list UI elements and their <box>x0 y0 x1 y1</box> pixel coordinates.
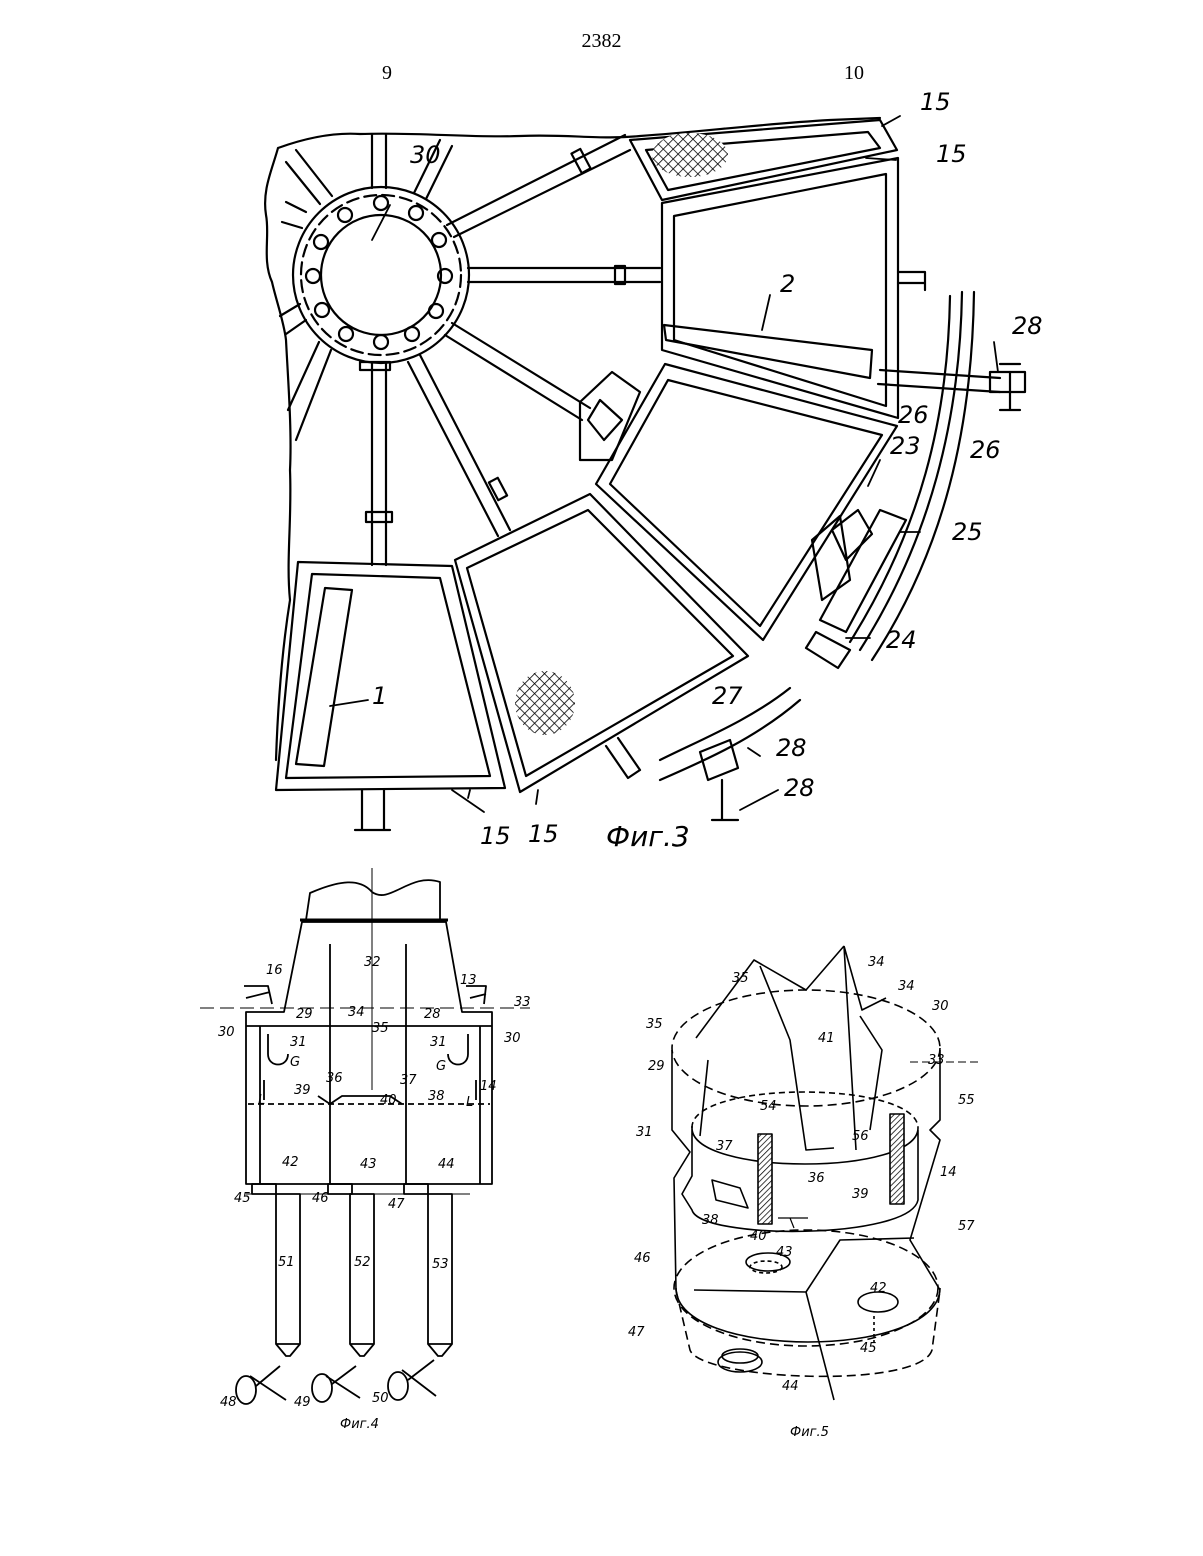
fig5-label-40: 40 <box>750 1229 767 1244</box>
fig5-label-39: 39 <box>852 1187 869 1202</box>
fig4-label-42: 42 <box>282 1155 299 1170</box>
fig4-label-49: 49 <box>294 1395 311 1410</box>
fig5-label-56: 56 <box>852 1129 869 1144</box>
fig4-label-38: 38 <box>428 1089 445 1104</box>
fig3-caption: Фиг.3 <box>606 820 690 853</box>
fig4-label-G-a: G <box>290 1055 300 1070</box>
fig3-break-outline <box>265 118 880 760</box>
fig3-label-15-a: 15 <box>920 88 951 116</box>
fig4-top-cylinder <box>306 880 440 920</box>
fig4-label-48: 48 <box>220 1395 237 1410</box>
fig4-label-44: 44 <box>438 1157 455 1172</box>
fig5-label-35-b: 35 <box>646 1017 663 1032</box>
fig5-label-41: 41 <box>818 1031 835 1046</box>
fig3-label-23: 23 <box>890 432 921 460</box>
fig4-label-33: 33 <box>514 995 531 1010</box>
fig4-label-53: 53 <box>432 1257 449 1272</box>
fig5-label-46: 46 <box>634 1251 651 1266</box>
fig5-label-30: 30 <box>932 999 949 1014</box>
fig3-label-2: 2 <box>780 270 795 298</box>
fig5-bottom-outline <box>676 1290 940 1376</box>
fig4-label-36: 36 <box>326 1071 343 1086</box>
fig3-mesh-module-lower <box>455 494 748 792</box>
figure-5 <box>672 946 980 1400</box>
fig5-label-34-b: 34 <box>898 979 915 994</box>
fig4-label-46: 46 <box>312 1191 329 1206</box>
fig4-label-31-a: 31 <box>290 1035 307 1050</box>
fig4-label-43: 43 <box>360 1157 377 1172</box>
fig5-label-57: 57 <box>958 1219 975 1234</box>
fig4-label-50: 50 <box>372 1391 389 1406</box>
figure-3 <box>265 116 1025 830</box>
fig3-label-25: 25 <box>952 518 983 546</box>
fig3-label-15-b: 15 <box>936 140 967 168</box>
fig4-label-13: 13 <box>460 973 477 988</box>
fig5-label-47: 47 <box>628 1325 645 1340</box>
fig5-label-35-a: 35 <box>732 971 749 986</box>
fig4-label-28: 28 <box>424 1007 441 1022</box>
fig5-label-54: 54 <box>760 1099 777 1114</box>
fig4-label-35: 35 <box>372 1021 389 1036</box>
fig5-label-38: 38 <box>702 1213 719 1228</box>
fig4-label-L-b: L <box>466 1095 473 1110</box>
fig3-label-28-c: 28 <box>784 774 815 802</box>
fig5-outer-top-ellipse <box>672 990 940 1106</box>
fig5-label-37: 37 <box>716 1139 733 1154</box>
fig4-label-51: 51 <box>278 1255 295 1270</box>
fig5-label-34-a: 34 <box>868 955 885 970</box>
fig3-curved-rail-right <box>806 292 974 668</box>
fig5-label-31: 31 <box>636 1125 653 1140</box>
fig4-label-31-b: 31 <box>430 1035 447 1050</box>
fig4-label-G-b: G <box>436 1059 446 1074</box>
fig5-label-14: 14 <box>940 1165 957 1180</box>
fig5-label-29: 29 <box>648 1059 665 1074</box>
fig3-label-15-c: 15 <box>480 822 511 850</box>
fig3-module-2 <box>662 158 1025 418</box>
fig3-label-28-b: 28 <box>776 734 807 762</box>
fig5-label-44: 44 <box>782 1379 799 1394</box>
fig3-label-26-a: 26 <box>898 401 929 429</box>
fig3-label-28-a: 28 <box>1012 312 1043 340</box>
fig4-label-52: 52 <box>354 1255 371 1270</box>
fig4-label-34: 34 <box>348 1005 365 1020</box>
fig4-label-29: 29 <box>296 1007 313 1022</box>
fig4-label-30-b: 30 <box>504 1031 521 1046</box>
fig4-caption: Фиг.4 <box>340 1417 379 1432</box>
fig5-label-55: 55 <box>958 1093 975 1108</box>
fig4-label-16: 16 <box>266 963 283 978</box>
fig4-label-14: 14 <box>480 1079 497 1094</box>
fig4-discharge-pipes <box>236 1184 452 1404</box>
fig4-label-40: 40 <box>380 1093 397 1108</box>
fig4-label-45: 45 <box>234 1191 251 1206</box>
fig3-label-30: 30 <box>410 141 441 169</box>
fig4-label-30-a: 30 <box>218 1025 235 1040</box>
fig5-label-42: 42 <box>870 1281 887 1296</box>
fig4-label-L-a: L <box>258 1093 265 1108</box>
fig4-label-37: 37 <box>400 1073 417 1088</box>
fig3-label-27: 27 <box>712 682 743 710</box>
fig3-label-24: 24 <box>886 626 917 654</box>
fig3-label-15-d: 15 <box>528 820 559 848</box>
fig5-label-33: 33 <box>928 1053 945 1068</box>
fig3-label-26-b: 26 <box>970 436 1001 464</box>
fig3-module-center <box>580 364 897 640</box>
fig4-label-47: 47 <box>388 1197 405 1212</box>
fig5-label-43: 43 <box>776 1245 793 1260</box>
fig4-label-39: 39 <box>294 1083 311 1098</box>
fig4-label-32: 32 <box>364 955 381 970</box>
fig3-central-hub <box>293 187 469 363</box>
fig5-caption: Фиг.5 <box>790 1425 829 1440</box>
fig5-label-36: 36 <box>808 1171 825 1186</box>
fig5-label-45: 45 <box>860 1341 877 1356</box>
fig3-mesh-module-top <box>630 120 897 200</box>
fig3-label-1: 1 <box>372 682 387 710</box>
figure-4 <box>200 868 530 1404</box>
